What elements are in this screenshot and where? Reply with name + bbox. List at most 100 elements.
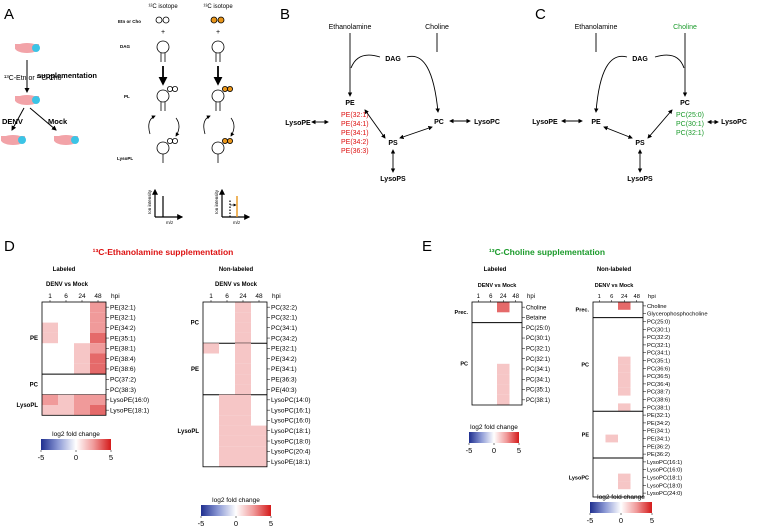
row-label: PE(34:2) [271,356,297,363]
group-label: Prec. [455,310,469,316]
heatmap-cell [219,435,235,447]
row-label: PC(30:1) [647,327,670,333]
group-label: PC [30,383,39,389]
heatmap-cell [251,435,267,447]
heatmap-cell [235,343,251,354]
heatmap-cell [235,322,251,333]
row-label: LysoPC(18:0) [271,438,311,445]
row-label: Glycerophosphocholine [647,312,708,318]
heatmap-cell [90,322,106,333]
b-lysops: LysoPS [380,176,406,183]
panel-e: E ¹³C-Choline supplementation Labeled DE… [422,238,708,525]
row-label: PC(25:0) [526,326,550,332]
c-lysopc: LysoPC [721,119,747,126]
colorbar-tick-label: -5 [587,516,594,525]
column-label: 48 [512,294,519,300]
row-label: LysoPC(24:0) [647,491,682,497]
heatmap-cell [235,353,251,364]
dag-row-label: DAG [120,44,130,49]
column-label: 48 [634,294,640,300]
b-ps: PS [388,140,398,147]
heatmap-cell [203,343,219,354]
heatmap-cell [235,435,251,447]
heatmap-cell [42,394,58,405]
b-pe-species: PE(32:1) PE(34:1) PE(34:1) PE(34:2) PE(3… [341,112,369,155]
isotope-12-label: ¹²C isotope [148,4,178,10]
heatmap-cell [219,415,235,426]
heatmap-cell [251,456,267,467]
e-labeled-title: Labeled [484,267,507,273]
panel-d-letter: D [4,238,15,255]
row-label: LysoPC(16:1) [271,407,311,414]
denv-arrow [11,107,25,131]
heatmap-cell [618,387,631,396]
denv-label: DENV [2,117,23,126]
colorbar-tick-label: 5 [269,519,273,528]
colorbar-title: log2 fold change [597,494,645,501]
row-label: PE(36:3) [271,377,297,384]
isotope-12-scheme: + [148,16,180,163]
heatmap-frame [202,301,268,468]
column-label: 6 [225,293,229,300]
row-label: PE(34:2) [110,325,136,332]
heatmap-cell [251,446,267,457]
heatmap-cell [219,446,235,457]
heatmap-cell [58,394,74,405]
row-label: LysoPC(16:0) [271,418,311,425]
heatmap-cell [618,372,631,380]
heatmap-cell [497,394,510,405]
etn-row-label: Etn or Cho [118,19,141,24]
heatmap-cell [90,394,106,405]
heatmap-cell [235,302,251,313]
group-label: PE [191,367,199,373]
panel-b-letter: B [280,6,290,23]
colorbar [590,502,652,513]
row-label: PC(32:1) [526,346,550,352]
row-label: PE(36:2) [647,452,670,458]
row-label: PE(34:1) [647,437,670,443]
heatmap-cell [74,405,90,416]
c-choline: Choline [673,24,697,31]
heatmap-frame [592,301,644,498]
heatmap-cell [235,384,251,395]
c-pc-species-item: PC(25:0) [676,112,704,119]
dish-denv [1,135,26,145]
panel-d: D ¹³C-Ethanolamine supplementation Label… [4,238,311,528]
heatmap-cell [235,394,251,405]
c-lysops: LysoPS [627,176,653,183]
row-label: LysoPC(18:1) [647,476,682,482]
heatmap-cell [219,405,235,416]
isotope-13-scheme: + [203,16,235,163]
row-label: PC(38:1) [526,398,550,404]
row-label: LysoPC(18:0) [647,483,682,489]
row-label: Choline [647,304,667,310]
row-label: PC(38:1) [647,405,670,411]
row-label: LysoPE(18:1) [271,459,310,466]
row-label: PE(34:1) [271,366,297,373]
colorbar-tick-label: -5 [466,446,473,455]
b-pc: PC [434,119,444,126]
heatmap-cell [618,364,631,373]
row-label: LysoPC(16:1) [647,460,682,466]
column-label: 6 [610,294,613,300]
b-lysopc: LysoPC [474,119,500,126]
group-label: PC [460,362,468,368]
row-label: PC(36:5) [647,374,670,380]
heatmap-cell [235,425,251,436]
c-ps: PS [635,140,645,147]
row-label: LysoPC(14:0) [271,397,311,404]
heatmap-cell [235,312,251,323]
d-nonlabeled-comparison: DENV vs Mock [215,282,258,288]
row-label: LysoPC(16:0) [647,468,682,474]
row-label: PC(35:1) [647,359,670,365]
row-label: PC(32:2) [647,335,670,341]
c-pc-species-item: PC(30:1) [676,121,704,128]
supp-source-label: ¹³C-Etn or ¹³C-Cho [4,75,62,82]
heatmap-cell [219,425,235,436]
column-label: 48 [94,293,102,300]
row-label: LysoPC(18:1) [271,428,311,435]
group-label: Prec. [576,308,590,314]
